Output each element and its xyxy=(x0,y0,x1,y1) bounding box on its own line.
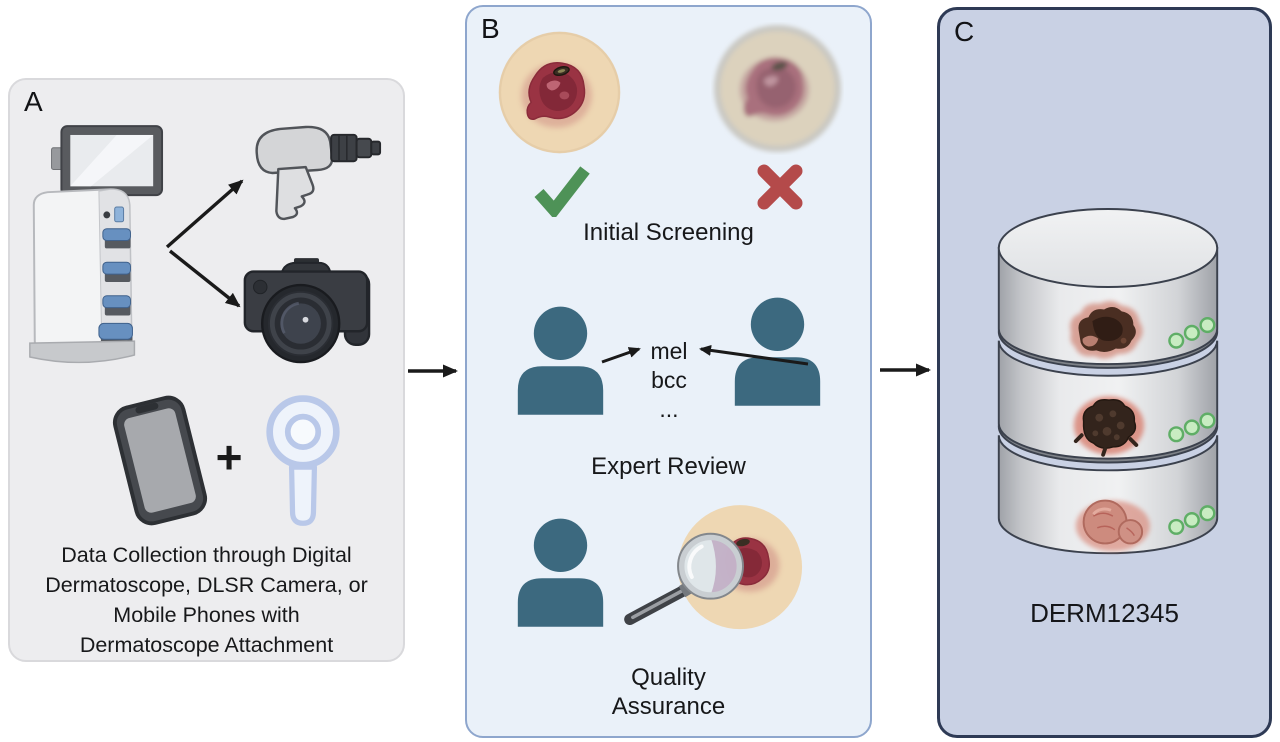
caption-line: Mobile Phones with xyxy=(113,603,300,627)
dermatoscopy-station-icon xyxy=(29,125,164,364)
initial-screening-title: Initial Screening xyxy=(583,219,754,246)
diagnosis-label-list: mel bcc ... xyxy=(625,337,713,424)
panel-a-label: A xyxy=(24,86,43,117)
expert-person-icon xyxy=(734,297,821,406)
handheld-dermatoscope-icon xyxy=(255,125,382,221)
cross-icon xyxy=(757,164,803,210)
panel-c-dataset: C xyxy=(937,7,1272,738)
accepted-lesion-photo-icon xyxy=(498,31,621,154)
expert-review-title: Expert Review xyxy=(591,453,746,480)
panel-c-label: C xyxy=(954,16,975,47)
station-drawer-handles xyxy=(98,228,133,350)
caption-line: Data Collection through Digital xyxy=(61,543,352,567)
plus-sign: + xyxy=(215,431,243,483)
melanoma-sample-icon xyxy=(1070,301,1143,359)
qa-title-line: Quality xyxy=(631,664,706,691)
dslr-camera-icon xyxy=(243,258,371,364)
diagnosis-label: mel xyxy=(650,338,688,364)
diagnosis-label: ... xyxy=(659,396,679,422)
panel-b-curation: B xyxy=(465,5,872,738)
nodular-lesion-sample-icon xyxy=(1073,396,1145,457)
qa-title-line: Assurance xyxy=(611,693,726,720)
caption-line: Dermatoscope, DLSR Camera, or xyxy=(45,573,368,597)
caption-line: Dermatoscope Attachment xyxy=(79,633,334,657)
status-led-icons xyxy=(1168,317,1216,535)
dataset-name: DERM12345 xyxy=(1030,598,1179,628)
dermatoscope-attachment-icon xyxy=(266,395,340,526)
quality-assurance-title: Quality Assurance xyxy=(467,663,870,721)
qa-person-icon xyxy=(517,518,604,627)
pink-lesion-sample-icon xyxy=(1075,499,1150,552)
smartphone-icon xyxy=(108,391,212,531)
diagnosis-label: bcc xyxy=(651,367,687,393)
database-stack-icon xyxy=(997,208,1219,555)
check-icon xyxy=(534,166,590,217)
rejected-lesion-photo-icon xyxy=(714,25,841,152)
expert-person-icon xyxy=(517,306,604,415)
panel-a-data-collection: A xyxy=(8,78,405,662)
panel-a-caption: Data Collection through Digital Dermatos… xyxy=(10,540,403,660)
magnifying-glass-icon xyxy=(624,505,803,630)
panel-b-label: B xyxy=(481,13,500,44)
